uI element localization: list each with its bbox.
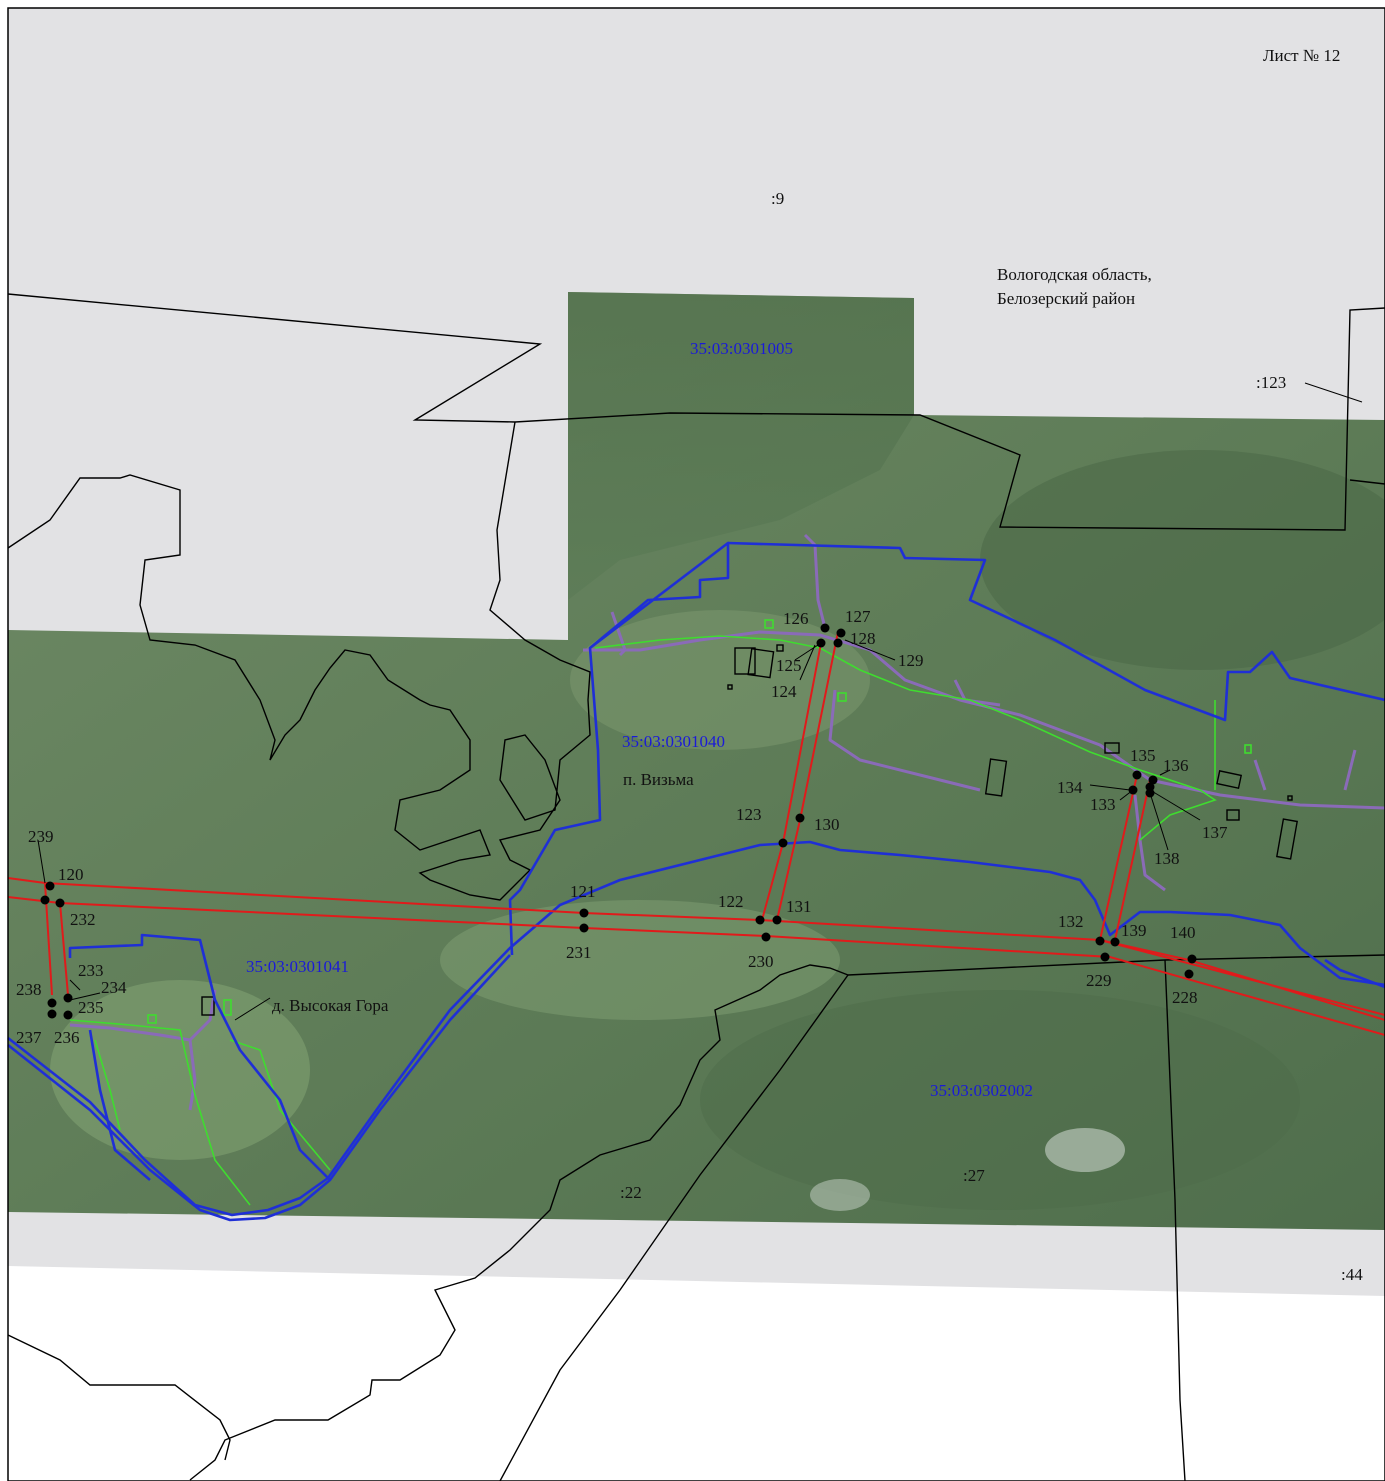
point-label-230: 230 [748,952,774,971]
point-label-236: 236 [54,1028,80,1047]
point-139 [1110,937,1120,947]
point-label-234: 234 [101,978,127,997]
field-clearing-vizma [570,610,870,750]
point-140 [1187,954,1197,964]
field-clearing-west [50,980,310,1160]
quarter-label-1005: 35:03:0301005 [690,339,793,358]
point-label-235: 235 [78,998,104,1017]
point-label-123: 123 [736,805,762,824]
parcel-label-22: :22 [620,1183,642,1202]
point-label-133: 133 [1090,795,1116,814]
point-label-231: 231 [566,943,592,962]
parcel-label-9: :9 [771,189,784,208]
point-label-131: 131 [786,897,812,916]
quarter-label-1040: 35:03:0301040 [622,732,725,751]
gray-strip [8,1212,1385,1296]
point-237 [47,1009,57,1019]
point-label-233: 233 [78,961,104,980]
point-label-138: 138 [1154,849,1180,868]
buildings [201,644,1299,1016]
parcel-label-44: :44 [1341,1265,1363,1284]
point-label-135: 135 [1130,746,1156,765]
point-label-129: 129 [898,651,924,670]
point-label-124: 124 [771,682,797,701]
point-136 [1148,775,1158,785]
point-127 [836,628,846,638]
point-239 [45,881,55,891]
point-label-121: 121 [570,882,596,901]
point-231 [579,923,589,933]
point-135 [1132,770,1142,780]
point-label-120: 120 [58,865,84,884]
point-label-238: 238 [16,980,42,999]
turning-points [40,623,1197,1020]
point-232 [55,898,65,908]
point-label-130: 130 [814,815,840,834]
point-label-136: 136 [1163,756,1189,775]
point-228 [1184,969,1194,979]
point-label-132: 132 [1058,912,1084,931]
point-label-126: 126 [783,609,809,628]
point-label-228: 228 [1172,988,1198,1007]
point-236 [63,1010,73,1020]
forest-patch-north [568,292,914,600]
leader-lines [37,382,1363,1021]
cloud-patch [1045,1128,1125,1172]
quarter-label-2002: 35:03:0302002 [930,1081,1033,1100]
point-132 [1095,936,1105,946]
point-label-127: 127 [845,607,871,626]
point-label-237: 237 [16,1028,42,1047]
point-229 [1100,952,1110,962]
map-frame [7,7,1385,1481]
point-238 [47,998,57,1008]
point-124 [816,638,826,648]
parcel-label-123: :123 [1256,373,1286,392]
point-233 [63,993,73,1003]
point-130 [795,813,805,823]
settlement-label-vysokaya-gora: д. Высокая Гора [272,996,389,1015]
cloud-patch-2 [810,1179,870,1211]
point-labels: 239 120 232 233 234 238 235 237 236 121 … [16,607,1228,1047]
point-label-128: 128 [850,629,876,648]
point-label-125: 125 [776,656,802,675]
point-label-122: 122 [718,892,744,911]
point-131 [772,915,782,925]
point-label-140: 140 [1170,923,1196,942]
point-label-137: 137 [1202,823,1228,842]
point-label-139: 139 [1121,921,1147,940]
point-128 [833,638,843,648]
point-label-229: 229 [1086,971,1112,990]
zone-lines [69,619,1252,1206]
lower-white-area [8,1266,1385,1481]
settlement-label-vizma: п. Визьма [623,770,694,789]
region-line-1: Вологодская область, [997,265,1152,284]
region-line-2: Белозерский район [997,289,1135,308]
point-120 [40,895,50,905]
point-122 [755,915,765,925]
point-126 [820,623,830,633]
point-121 [579,908,589,918]
quarter-label-1041: 35:03:0301041 [246,957,349,976]
sheet-number: Лист № 12 [1263,46,1340,65]
point-138 [1145,788,1155,798]
roads [69,533,1385,1111]
forest-east [980,450,1385,670]
field-clearing-south [440,900,840,1020]
point-label-232: 232 [70,910,96,929]
point-label-134: 134 [1057,778,1083,797]
forest-south [700,990,1300,1210]
point-123 [778,838,788,848]
point-133 [1128,785,1138,795]
point-230 [761,932,771,942]
parcel-label-27: :27 [963,1166,985,1185]
point-label-239: 239 [28,827,54,846]
